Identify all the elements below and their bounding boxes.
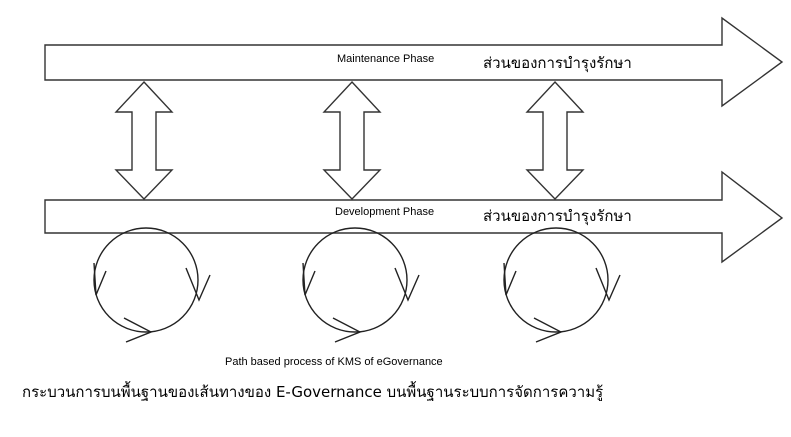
- cycle-icon-1: [93, 227, 211, 343]
- development-arrow-icon: [44, 170, 784, 264]
- development-phase-label: Development Phase: [335, 206, 435, 218]
- development-phase-thai-label: ส่วนของการบำรุงรักษา: [483, 207, 632, 225]
- double-arrow-icon-2: [322, 80, 382, 201]
- double-arrow-icon-3: [525, 80, 585, 201]
- caption-thai: กระบวนการบนพื้นฐานของเส้นทางของ E-Govern…: [22, 383, 604, 401]
- double-arrow-icon-1: [114, 80, 174, 201]
- maintenance-phase-label: Maintenance Phase: [337, 53, 435, 65]
- cycle-icon-2: [302, 227, 420, 343]
- cycle-icon-3: [503, 227, 621, 343]
- caption-english: Path based process of KMS of eGovernance: [225, 356, 443, 368]
- maintenance-arrow-icon: [44, 16, 784, 108]
- maintenance-phase-thai-label: ส่วนของการบำรุงรักษา: [483, 54, 632, 72]
